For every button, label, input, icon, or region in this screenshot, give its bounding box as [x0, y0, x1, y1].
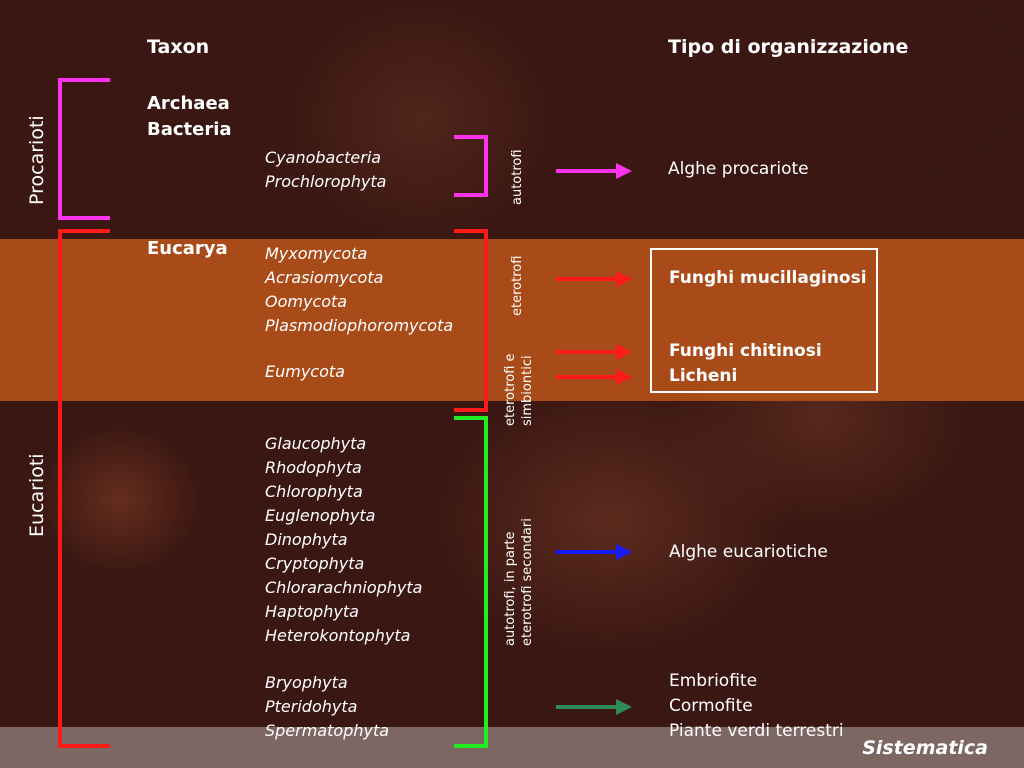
list-item: Dinophyta [265, 530, 348, 549]
taxon-archaea: Archaea [147, 93, 230, 114]
taxon-bacteria: Bacteria [147, 119, 232, 140]
list-item: Haptophyta [265, 602, 359, 621]
algae-plants-bracket [454, 416, 488, 748]
slime-mold-list: Myxomycota Acrasiomycota Oomycota Plasmo… [265, 242, 453, 338]
list-item: Prochlorophyta [265, 172, 387, 191]
eukaryotes-label: Eucarioti [26, 453, 48, 537]
eterotrofi-label: eterotrofi [510, 255, 525, 316]
taxon-header: Taxon [147, 36, 210, 58]
list-item: Chlorarachniophyta [265, 578, 423, 597]
eukaryote-bracket [58, 229, 110, 748]
autotrofi-label: autotrofi [510, 149, 525, 205]
organization-header: Tipo di organizzazione [668, 36, 909, 58]
org-funghi-mucillaginosi: Funghi mucillaginosi [669, 268, 867, 288]
arrow-alghe-eucariotiche [556, 544, 632, 560]
autotrofi-parte-label-1: autotrofi, in parte [503, 531, 518, 646]
eterotrofi-simbiontici-label-1: eterotrofi e [503, 353, 518, 426]
footer-title: Sistematica [862, 737, 988, 759]
arrow-funghi-mucillaginosi [556, 271, 632, 287]
org-piante-verdi: Piante verdi terrestri [669, 721, 844, 741]
arrow-licheni [556, 369, 632, 385]
list-item: Acrasiomycota [265, 268, 384, 287]
taxon-eucarya: Eucarya [147, 238, 228, 259]
org-embriofite: Embriofite [669, 671, 758, 691]
list-item: Bryophyta [265, 673, 348, 692]
list-item: Cryptophyta [265, 554, 365, 573]
list-item: Heterokontophyta [265, 626, 411, 645]
highlight-band [0, 239, 1024, 401]
list-item: Glaucophyta [265, 434, 367, 453]
eumycota-item: Eumycota [265, 362, 345, 381]
fungi-box [650, 248, 878, 393]
list-item: Chlorophyta [265, 482, 363, 501]
arrow-funghi-chitinosi [556, 344, 632, 360]
procariote-autotroph-list: Cyanobacteria Prochlorophyta [265, 146, 386, 194]
heterotrophs-bracket [454, 229, 488, 412]
eterotrofi-simbiontici-label-2: simbiontici [520, 355, 535, 426]
autotrophs-bracket [454, 135, 488, 197]
org-cormofite: Cormofite [669, 696, 753, 716]
list-item: Rhodophyta [265, 458, 362, 477]
prokaryotes-label: Procarioti [26, 115, 48, 205]
org-alghe-procariote: Alghe procariote [668, 159, 809, 179]
prokaryote-bracket [58, 78, 110, 220]
org-funghi-chitinosi: Funghi chitinosi [669, 341, 822, 361]
algae-list: Glaucophyta Rhodophyta Chlorophyta Eugle… [265, 432, 422, 648]
list-item: Euglenophyta [265, 506, 376, 525]
arrow-alghe-procariote [556, 163, 632, 179]
autotrofi-parte-label-2: eterotrofi secondari [520, 518, 535, 646]
arrow-embriofite [556, 699, 632, 715]
org-licheni: Licheni [669, 366, 738, 386]
list-item: Plasmodiophoromycota [265, 316, 454, 335]
footer-bar [0, 727, 1024, 768]
org-alghe-eucariotiche: Alghe eucariotiche [669, 542, 828, 562]
list-item: Cyanobacteria [265, 148, 382, 167]
list-item: Spermatophyta [265, 721, 390, 740]
list-item: Myxomycota [265, 244, 368, 263]
plants-list: Bryophyta Pteridohyta Spermatophyta [265, 671, 389, 743]
list-item: Oomycota [265, 292, 348, 311]
list-item: Pteridohyta [265, 697, 358, 716]
